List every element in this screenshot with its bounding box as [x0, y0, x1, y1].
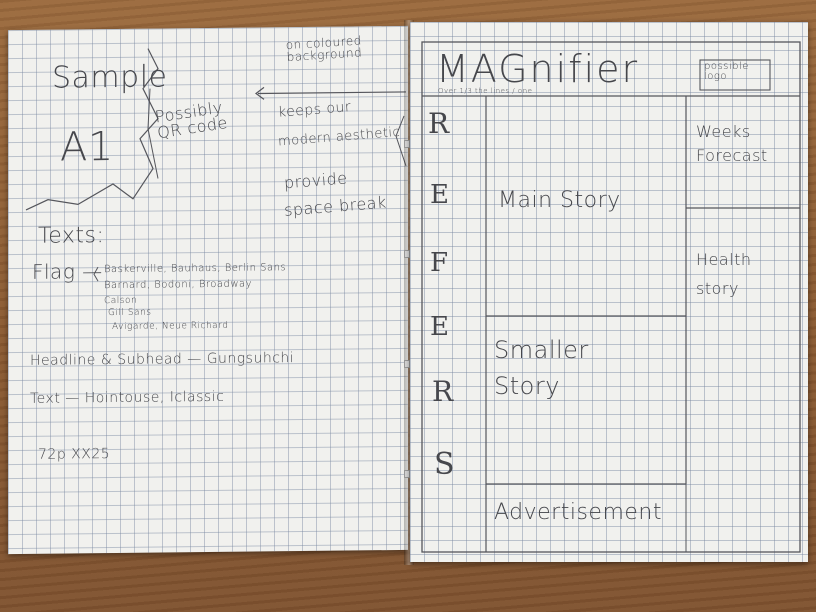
flag-font-item: Calson	[104, 295, 138, 307]
main-story-label: Main Story	[498, 188, 621, 213]
spine-letter: S	[434, 447, 456, 482]
a1-outline-squiggle	[25, 48, 159, 211]
flag-brace	[93, 266, 99, 282]
spine-letter: R	[432, 375, 454, 408]
flag-font-item: Barnard, Bodoni, Broadway	[104, 278, 253, 292]
spine-letter: E	[430, 312, 450, 342]
masthead-tagline: Over 1/3 the lines / one	[438, 87, 533, 95]
texts-heading: Texts:	[38, 223, 105, 249]
possible-logo-label: possible logo	[704, 61, 749, 82]
masthead-title: MAGnifier	[436, 47, 640, 91]
qr-outline	[147, 88, 159, 179]
right-notebook-page: MAGnifier Over 1/3 the lines / one possi…	[410, 22, 808, 562]
notebook-spine	[404, 20, 414, 565]
binding-stitch	[404, 360, 410, 368]
newspaper-layout-sketch	[421, 41, 801, 553]
paper-size-line: 72p XX25	[38, 446, 111, 463]
sample-label: Sample	[52, 59, 168, 96]
weeks-forecast-label: Weeks Forecast	[696, 122, 768, 165]
left-notebook-page: Sample A1 Possibly QR code on coloured b…	[8, 25, 408, 555]
arrow-line	[258, 91, 406, 95]
spine-letter: R	[428, 107, 450, 140]
arrow-head	[255, 86, 265, 100]
smaller-story-label: Smaller Story	[494, 336, 589, 400]
logo-box	[699, 59, 771, 91]
coloured-background-note: on coloured background	[285, 33, 363, 65]
binding-stitch	[404, 470, 410, 478]
binding-stitch	[404, 140, 410, 148]
size-label: A1	[60, 123, 114, 171]
spine-letter: F	[430, 248, 449, 278]
binding-stitch	[404, 250, 410, 258]
spine-letter: E	[430, 180, 450, 210]
bracket-right	[395, 115, 407, 167]
flag-font-item: Baskerville, Bauhaus, Berlin Sans	[104, 262, 287, 276]
flag-label: Flag —	[32, 259, 103, 284]
layout-frame	[421, 41, 801, 553]
flag-font-item: Avigarde, Neue Richard	[112, 320, 229, 333]
left-page-drawings	[25, 48, 407, 282]
health-story-label: Health story	[696, 250, 752, 298]
headline-font-line: Headline & Subhead — Gungsuhchi	[30, 350, 295, 369]
advertisement-label: Advertisement	[494, 500, 662, 525]
flag-font-item: Gill Sans	[108, 307, 152, 319]
text-font-line: Text — Hointouse, Iclassic	[30, 388, 225, 407]
